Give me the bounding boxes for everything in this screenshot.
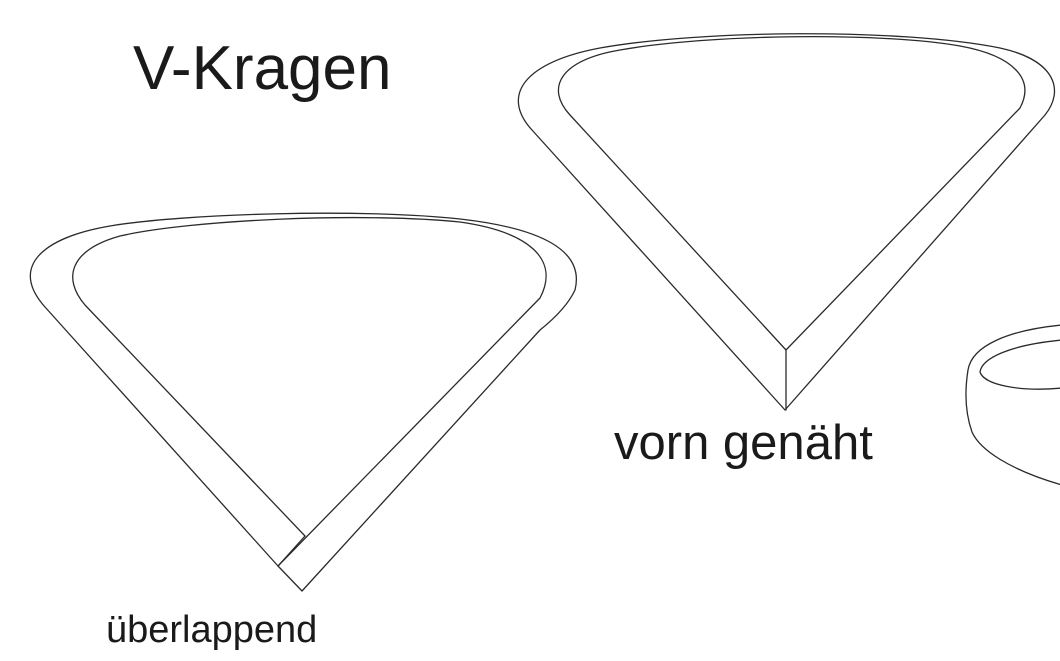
overlap-collar-inner-edge	[72, 216, 547, 567]
overlap-collar-outer-edge	[29, 212, 577, 592]
front-sewn-collar-inner-edge	[557, 36, 1026, 351]
front-sewn-caption: vorn genäht	[614, 416, 873, 470]
page-title: V-Kragen	[133, 34, 392, 103]
overlapping-caption: überlappend	[106, 609, 318, 651]
overlap-seam-line	[277, 535, 306, 567]
front-sewn-collar-outer-edge	[517, 33, 1056, 411]
partial-round-collar-drawing	[965, 324, 1060, 486]
front-sewn-v-collar-drawing	[517, 33, 1056, 411]
round-collar-inner-edge	[979, 339, 1060, 390]
overlapping-v-collar-drawing	[29, 212, 577, 592]
round-collar-outer-edge	[965, 324, 1060, 486]
